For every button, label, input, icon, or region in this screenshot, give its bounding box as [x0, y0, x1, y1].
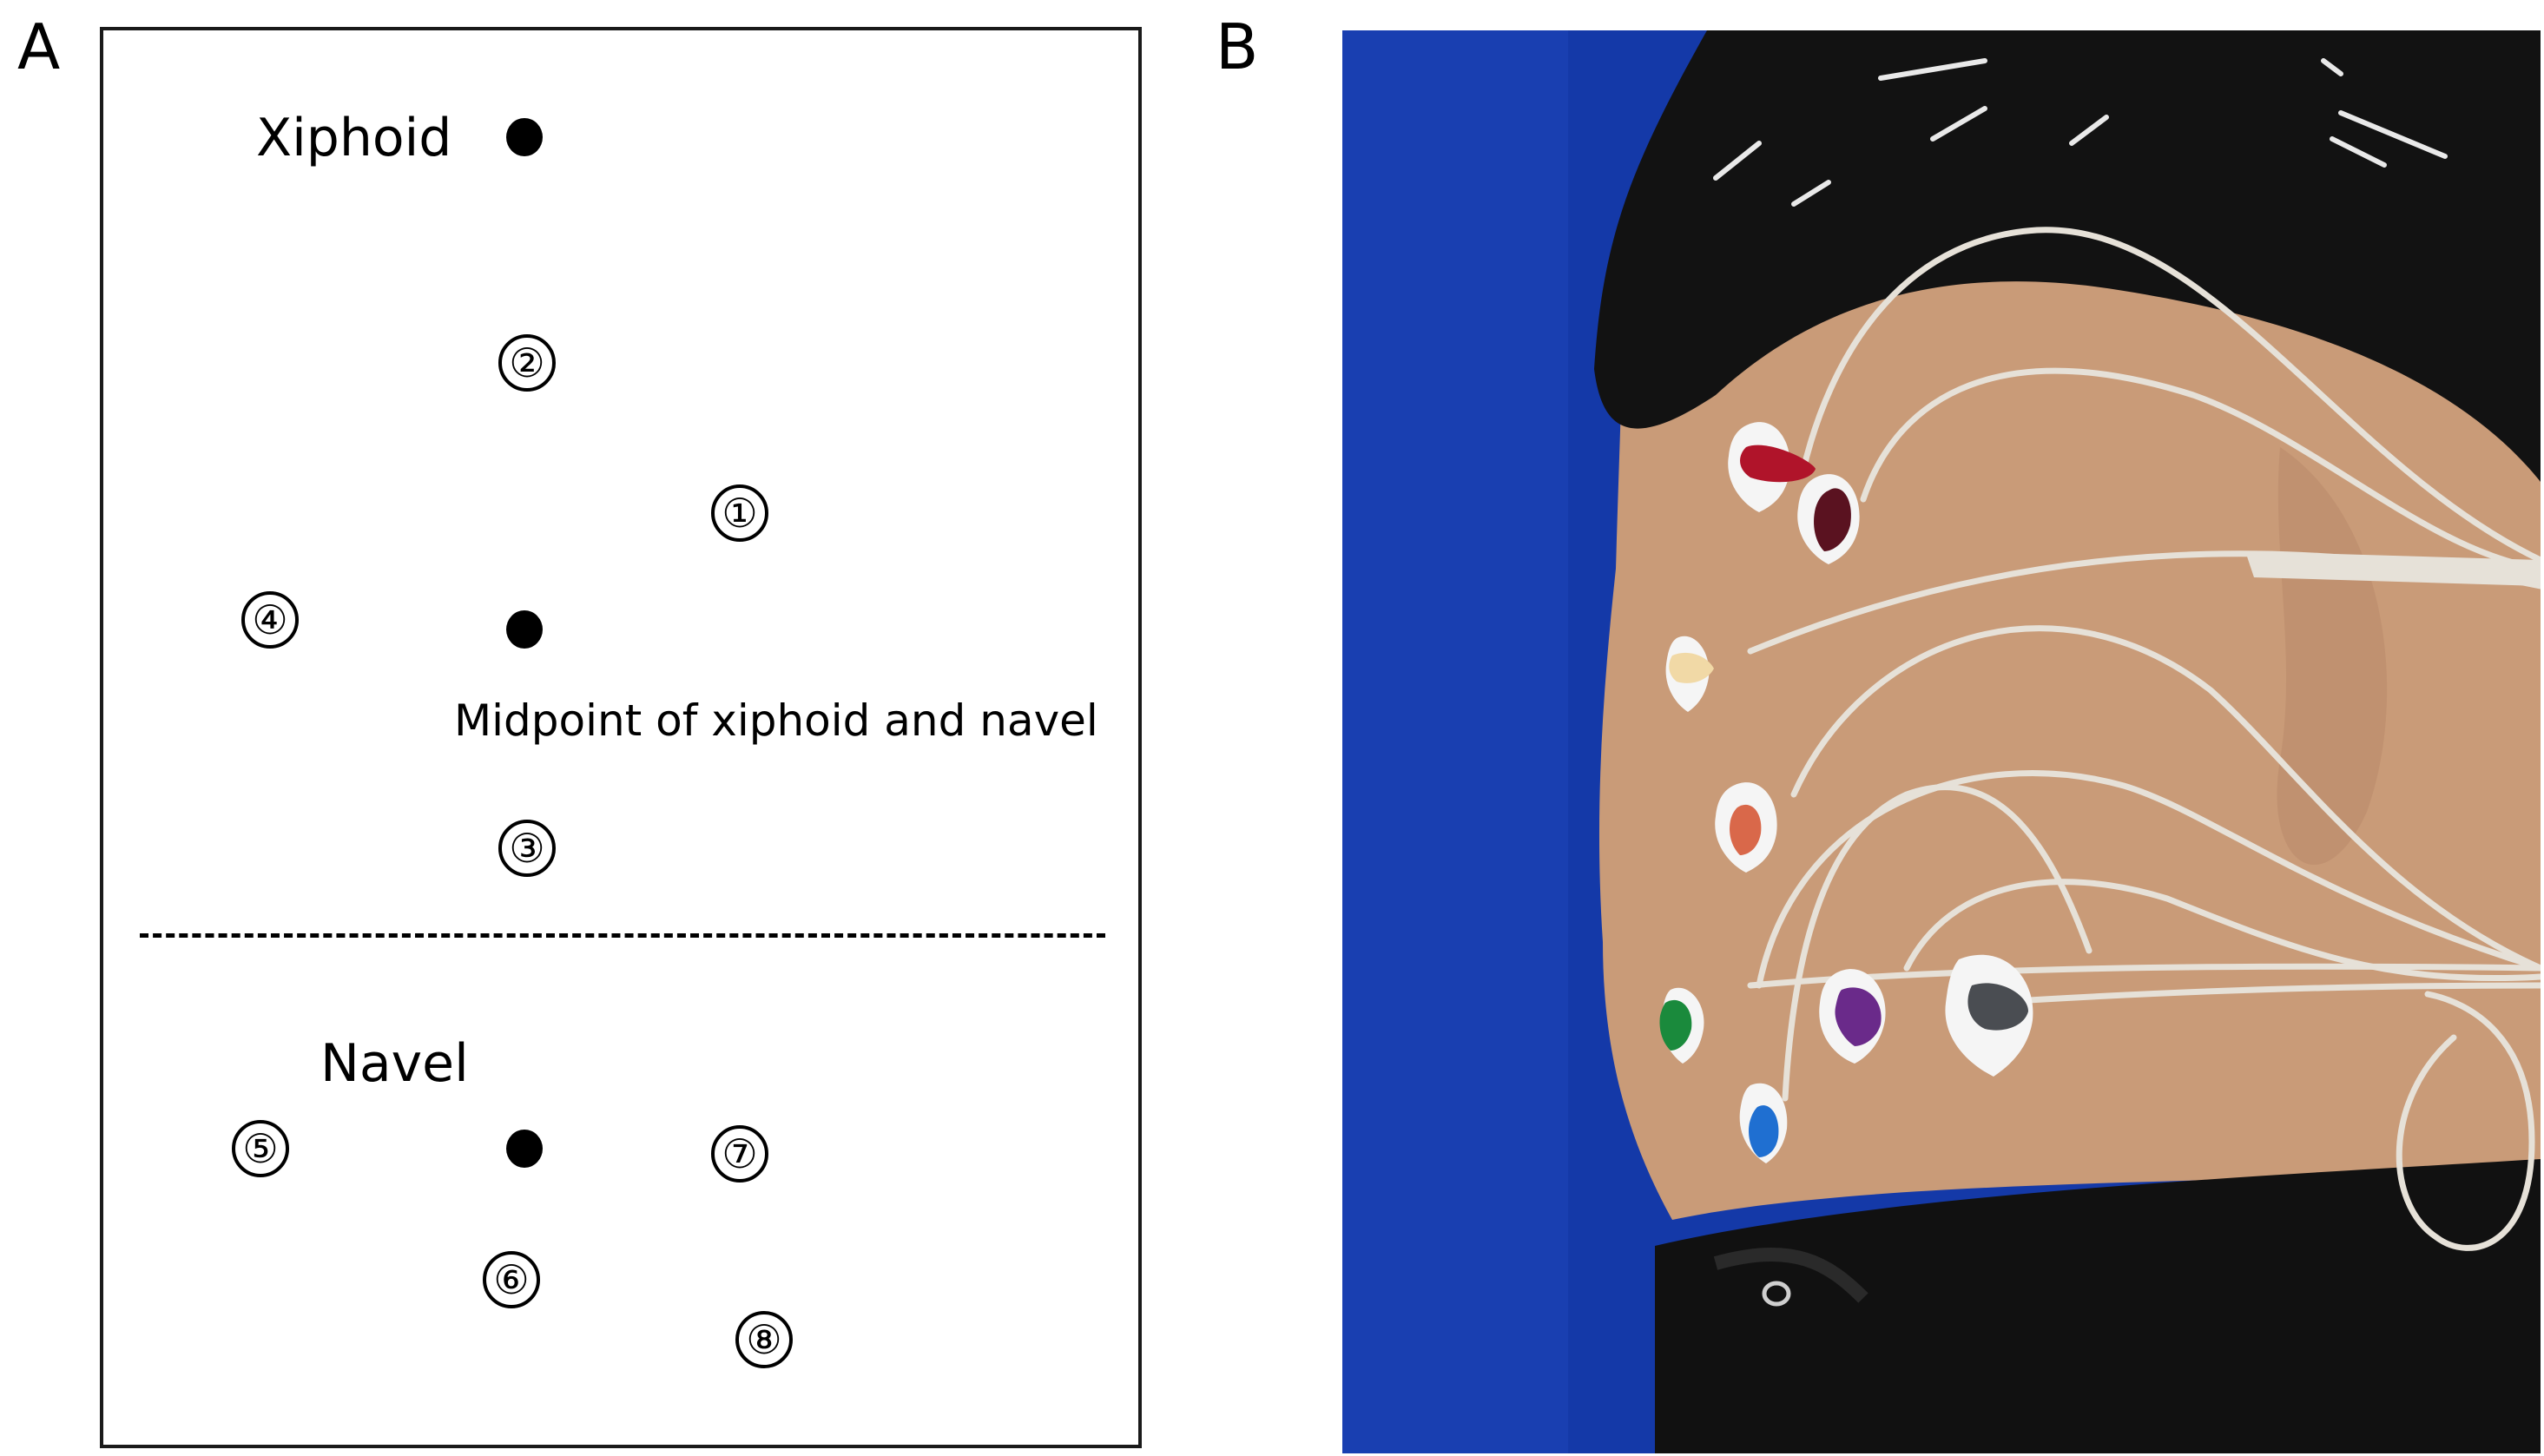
xiphoid-dot — [506, 118, 543, 156]
xiphoid-label: Xiphoid — [256, 108, 452, 168]
lead-wires — [1747, 227, 2541, 1251]
dashed-divider-line — [140, 933, 1105, 938]
electrode-marker-1: ① — [711, 484, 768, 542]
torso — [1598, 173, 2541, 1220]
ribbon-cable — [2245, 551, 2541, 586]
electrode-placement-photo — [1342, 30, 2541, 1453]
electrode-placement-diagram: Xiphoid ② ① ④ Midpoint of xiphoid and na… — [100, 27, 1142, 1448]
panel-b-label: B — [1216, 10, 1259, 83]
navel-label: Navel — [320, 1033, 469, 1094]
electrode-marker-6: ⑥ — [483, 1251, 540, 1308]
shirt — [1594, 30, 2541, 482]
midpoint-dot — [506, 610, 543, 649]
electrode-marker-7: ⑦ — [711, 1125, 768, 1183]
electrode-marker-2: ② — [498, 334, 556, 392]
electrode-marker-8: ⑧ — [735, 1311, 793, 1368]
electrode-marker-5: ⑤ — [232, 1120, 289, 1177]
electrode-marker-3: ③ — [498, 820, 556, 877]
pants — [1655, 1159, 2541, 1453]
shirt-print — [1713, 58, 2448, 207]
navel-dot — [506, 1130, 543, 1168]
electrode-marker-4: ④ — [241, 591, 299, 649]
midpoint-label: Midpoint of xiphoid and navel — [454, 695, 1098, 746]
snap-connectors — [1659, 445, 2028, 1157]
panel-a-label: A — [17, 10, 61, 83]
